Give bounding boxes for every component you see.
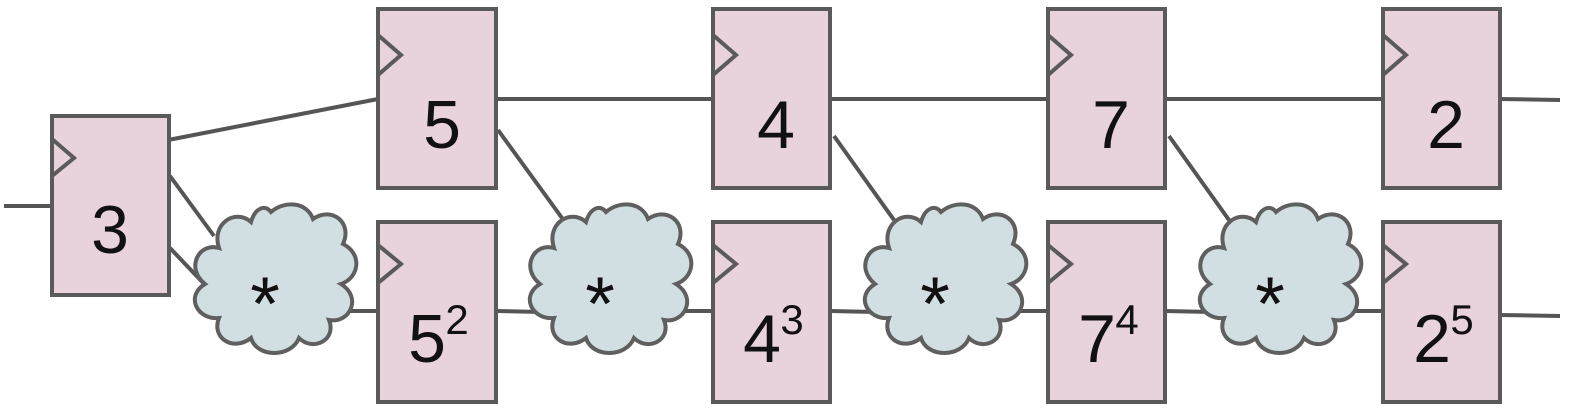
input-register: 3	[50, 114, 171, 297]
register-value: 5	[423, 87, 461, 163]
bottom-output-wire	[1499, 313, 1561, 318]
multiplier-cloud-2: *	[527, 202, 694, 356]
register-exponent: 5	[1450, 296, 1473, 343]
clock-icon	[50, 137, 78, 178]
register-exponent: 3	[780, 296, 803, 343]
top-output-wire	[1499, 97, 1561, 102]
register-exponent: 2	[445, 296, 468, 343]
register-value: 3	[91, 192, 129, 268]
clock-icon	[711, 243, 740, 285]
register-value: 4	[757, 87, 795, 163]
wire-input-to-top-reg-1	[162, 97, 379, 143]
register-value: 7	[1092, 87, 1130, 163]
top-register-2: 4	[711, 7, 832, 190]
multiply-operator: *	[920, 262, 950, 347]
register-base: 2	[1413, 301, 1451, 377]
wire-top-2-to-multiplier-3	[832, 134, 896, 222]
clock-icon	[1046, 243, 1075, 285]
register-base: 4	[743, 301, 781, 377]
register-base: 7	[1078, 301, 1116, 377]
multiply-operator: *	[1255, 262, 1285, 347]
wire-top-1-to-multiplier-2	[496, 128, 564, 220]
register-value: 2	[1427, 87, 1465, 163]
top-register-4: 2	[1381, 7, 1502, 190]
clock-icon	[1046, 33, 1075, 77]
multiplier-cloud-3: *	[862, 202, 1029, 356]
multiply-operator: *	[585, 262, 615, 347]
clock-icon	[1381, 33, 1410, 77]
clock-icon	[1381, 243, 1410, 285]
multiplier-cloud-1: *	[192, 202, 359, 356]
register-exponent: 4	[1115, 296, 1138, 343]
bottom-register-4: 2 5	[1381, 220, 1502, 404]
multiply-operator: *	[250, 262, 280, 347]
clock-icon	[376, 243, 405, 285]
clock-icon	[376, 33, 405, 77]
bottom-register-1: 5 2	[376, 220, 498, 404]
wire-input-to-multiplier-1	[168, 174, 216, 238]
register-base: 5	[408, 301, 446, 377]
wire-top-3-to-multiplier-4	[1167, 134, 1231, 222]
multiplier-cloud-4: *	[1197, 202, 1364, 356]
bottom-register-2: 4 3	[711, 220, 832, 404]
top-register-1: 5	[376, 7, 498, 190]
bottom-register-3: 7 4	[1046, 220, 1167, 404]
clock-icon	[711, 33, 740, 77]
top-register-3: 7	[1046, 7, 1167, 190]
